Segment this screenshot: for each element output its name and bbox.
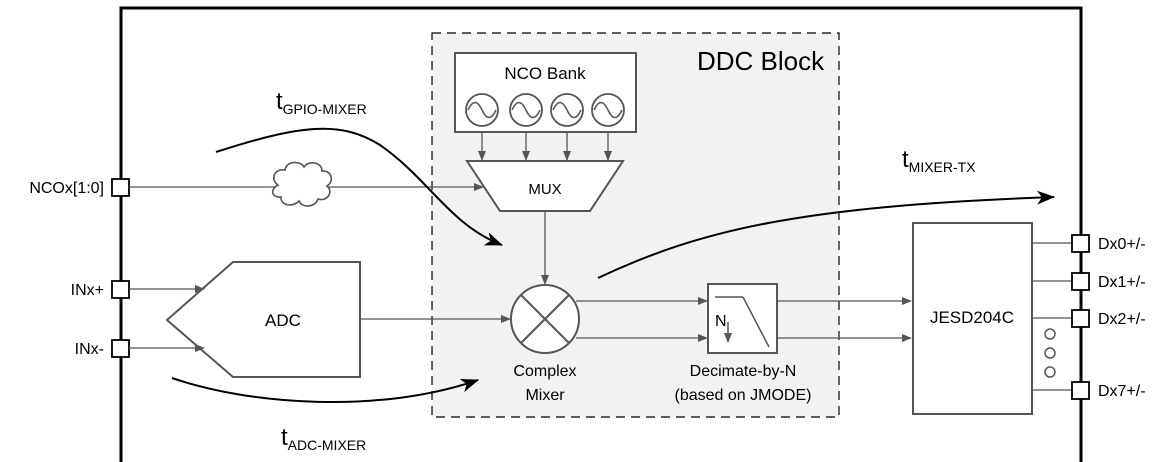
timing-label-mixer-tx: tMIXER-TX — [902, 146, 976, 175]
complex-mixer-label: Complex — [513, 363, 576, 380]
pin-label-inx-plus: INx+ — [71, 282, 104, 299]
pin-inx-plus — [111, 280, 130, 299]
oscillator-icon — [465, 93, 499, 127]
nco-to-mux-arrows — [478, 132, 612, 161]
pin-dx2 — [1071, 309, 1090, 328]
input-pins — [111, 178, 130, 358]
ellipsis-dots — [1044, 328, 1056, 378]
pin-ncox — [111, 178, 130, 197]
timing-curve-adc-mixer — [171, 377, 479, 404]
pin-label-dx2: Dx2+/- — [1098, 311, 1146, 328]
pin-dx1 — [1071, 272, 1090, 291]
decimator-symbol: N — [715, 313, 727, 330]
decimator-label: Decimate-by-N — [690, 363, 797, 380]
jesd204c-label: JESD204C — [930, 308, 1014, 327]
mixer-to-decimator-arrows — [576, 297, 708, 342]
complex-mixer-label: Mixer — [525, 387, 565, 404]
pin-label-dx1: Dx1+/- — [1098, 274, 1146, 291]
complex-mixer — [510, 284, 580, 354]
adc — [165, 261, 361, 378]
mux-label: MUX — [528, 181, 561, 198]
pin-dx7 — [1071, 381, 1090, 400]
output-pins — [1071, 234, 1090, 400]
decimator-to-jesd-arrows — [777, 297, 912, 342]
oscillator-icon — [550, 93, 584, 127]
ddc-block-title: DDC Block — [697, 46, 825, 76]
timing-curve-mixer-tx — [597, 190, 1055, 279]
cloud-icon — [271, 161, 333, 207]
pin-label-dx0: Dx0+/- — [1098, 236, 1146, 253]
pin-label-dx7: Dx7+/- — [1098, 383, 1146, 400]
pin-label-ncox: NCOx[1:0] — [29, 180, 104, 197]
timing-label-gpio-mixer: tGPIO-MIXER — [276, 88, 367, 117]
timing-label-adc-mixer: tADC-MIXER — [281, 424, 366, 453]
adc-label: ADC — [265, 311, 301, 330]
decimator-label: (based on JMODE) — [675, 387, 812, 404]
nco-bank-label: NCO Bank — [504, 64, 586, 83]
oscillator-icon — [509, 93, 543, 127]
timing-curve-gpio-mixer — [215, 127, 503, 246]
pin-label-inx-minus: INx- — [75, 341, 104, 358]
pin-inx-minus — [111, 339, 130, 358]
pin-dx0 — [1071, 234, 1090, 253]
oscillator-icon — [591, 93, 625, 127]
jesd204c-block — [912, 222, 1033, 415]
mux — [465, 160, 625, 212]
decimator — [707, 283, 778, 354]
jesd-output-lines — [1032, 242, 1072, 391]
